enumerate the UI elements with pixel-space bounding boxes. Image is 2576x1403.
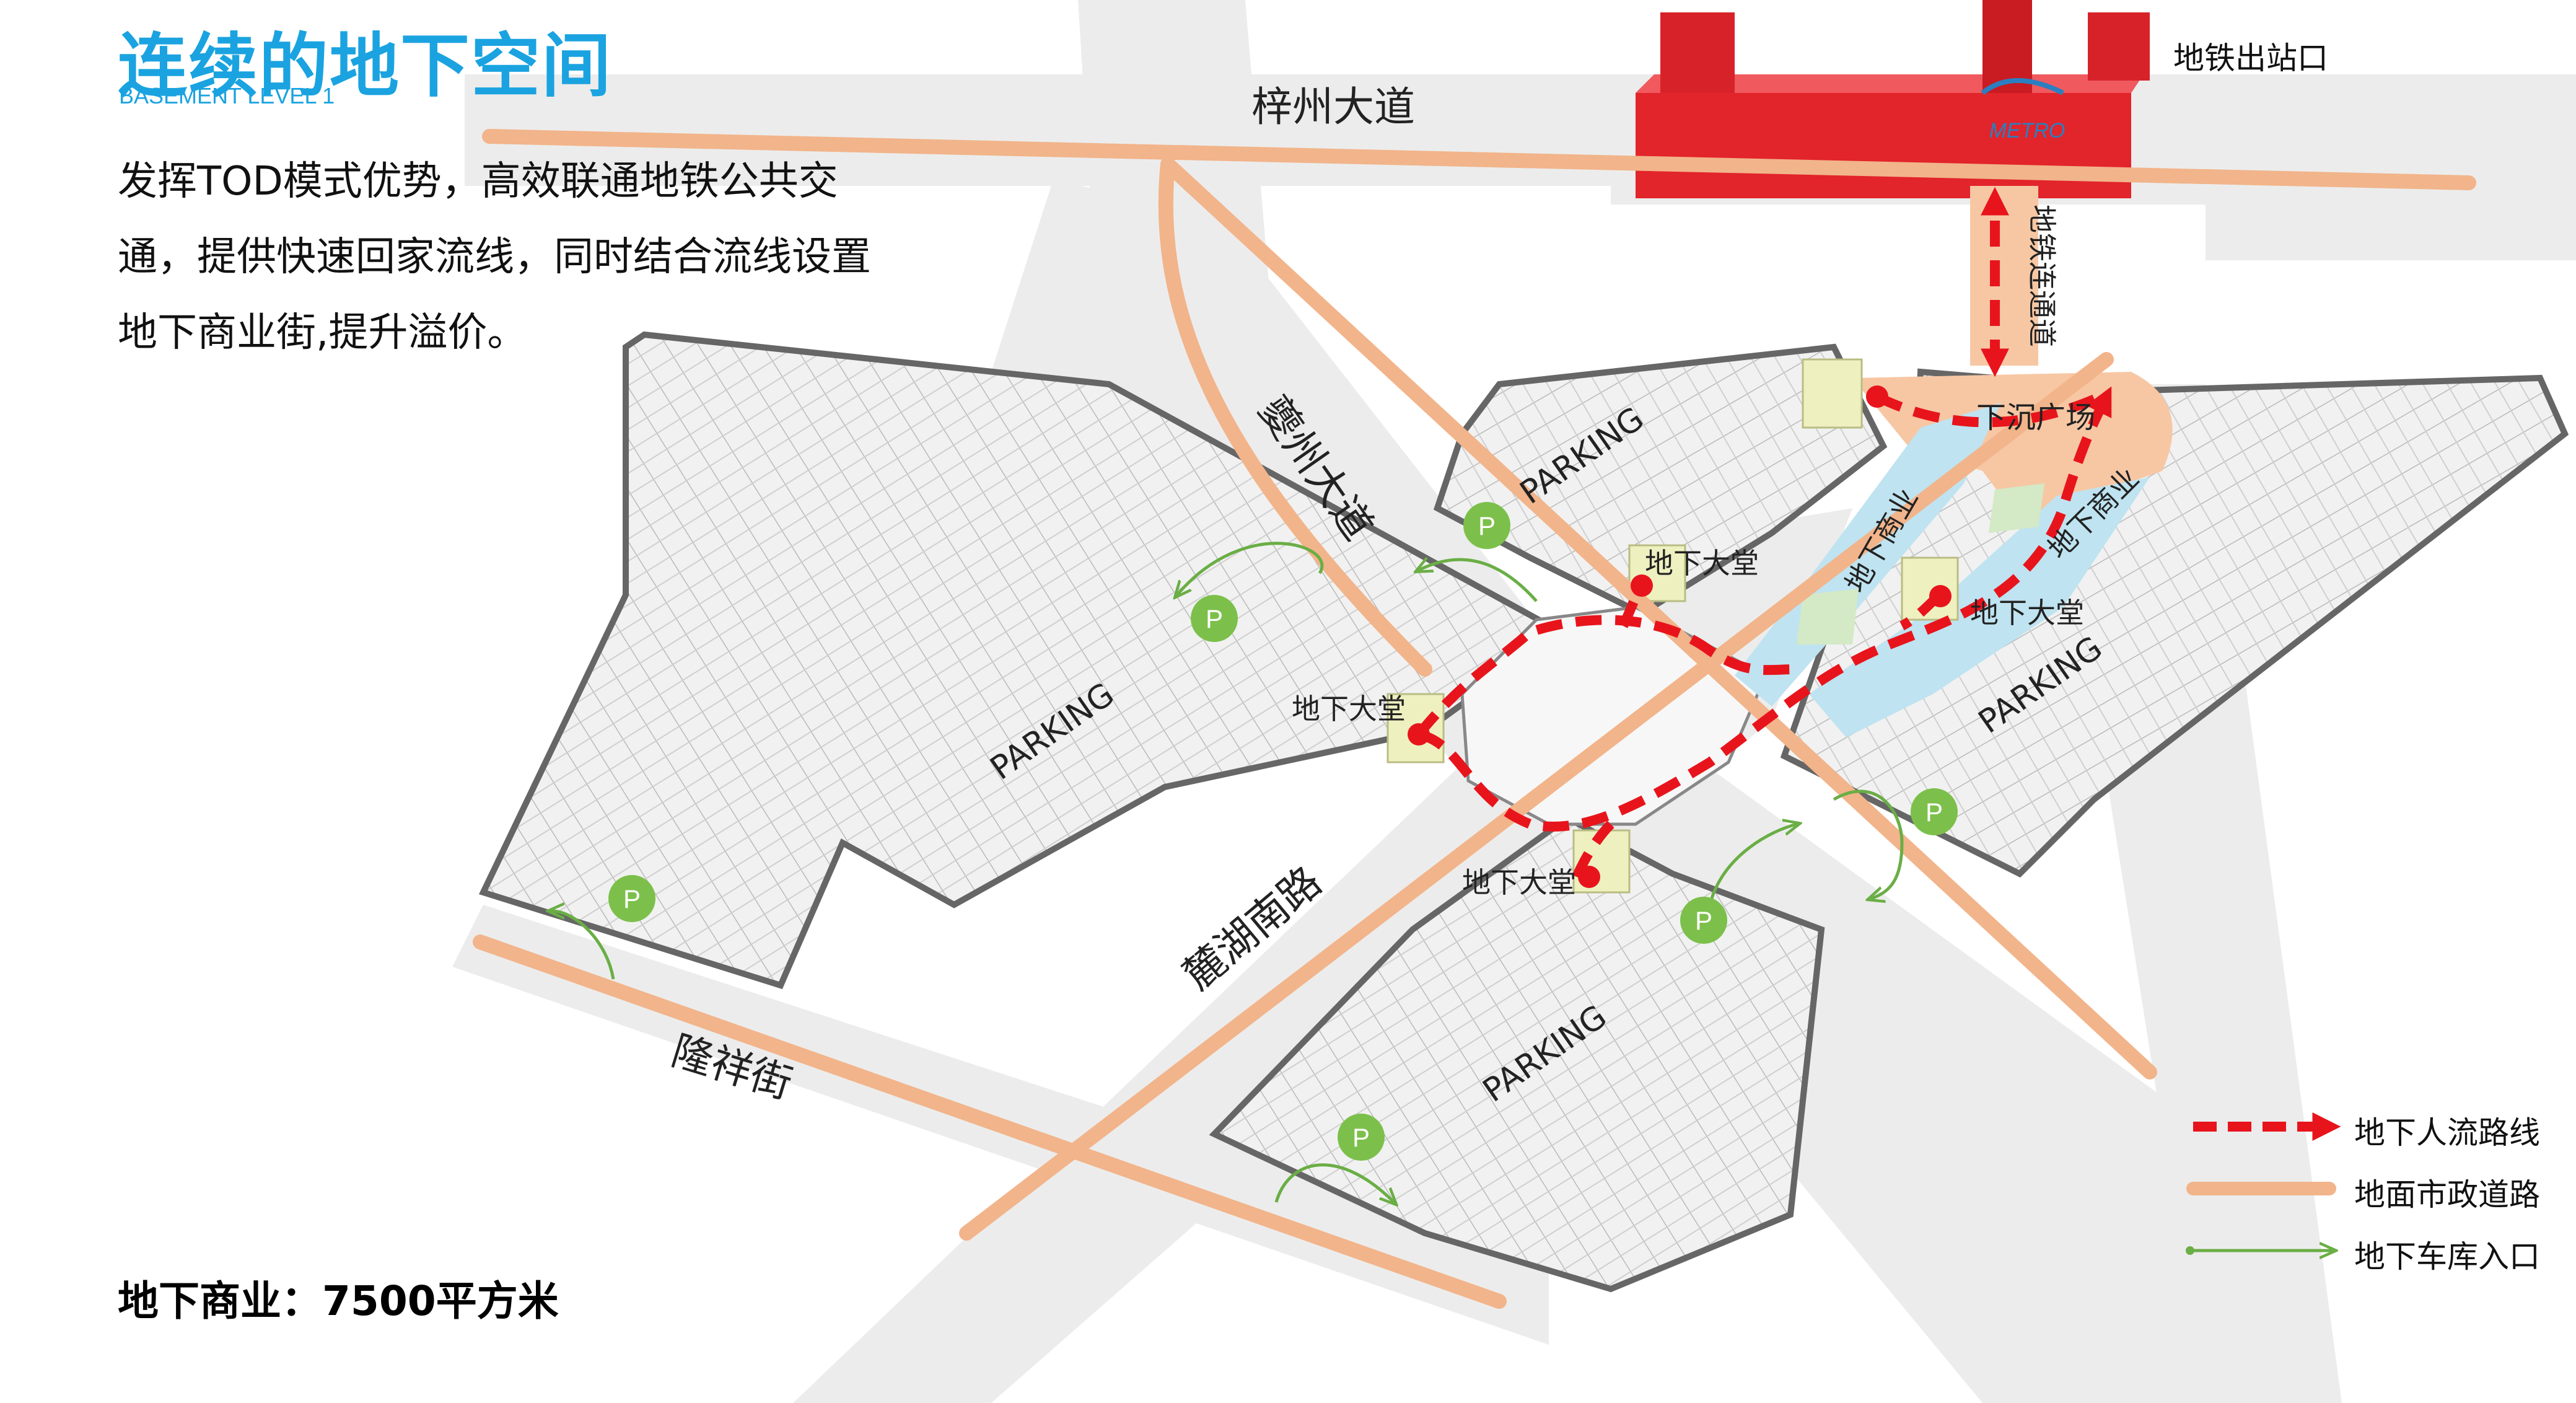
parking-icon-letter: P xyxy=(1478,511,1496,540)
parking-icon-circle xyxy=(1463,502,1510,549)
parking-icon-letter: P xyxy=(623,884,641,913)
road-label-zizhou: 梓州大道 xyxy=(1251,83,1415,131)
legend-entrance-dot xyxy=(2186,1246,2194,1255)
legend-label-road: 地面市政道路 xyxy=(2354,1177,2540,1213)
legend-label-entrance: 地下车库入口 xyxy=(2354,1239,2540,1275)
metro-exit-label: 地铁出站口 xyxy=(2173,40,2328,76)
road-arrow-longxiang xyxy=(473,935,1507,1309)
road-arrow-kuizhou-curve xyxy=(1158,157,1432,677)
metro-passage-label: 地铁连通道 xyxy=(2025,205,2059,347)
lobby-label-bottom: 地下大堂 xyxy=(1462,866,1576,899)
parking-icon-circle xyxy=(1680,897,1727,944)
parking-icon: P xyxy=(1338,1114,1385,1161)
legend-item-road: 地面市政道路 xyxy=(2181,1166,2552,1213)
legend-item-entrance: 地下车库入口 xyxy=(2181,1228,2552,1275)
page-subtitle: BASEMENT LEVEL 1 xyxy=(119,83,335,108)
legend-item-route: 地下人流路线 xyxy=(2181,1104,2552,1151)
parking-icon: P xyxy=(608,875,655,922)
commerce-area-text: 地下商业：7500平方米 xyxy=(118,1277,559,1325)
garage-entrance-arrows xyxy=(551,542,1904,1202)
parking-icon-circle xyxy=(1911,788,1958,835)
sunken-plaza-label: 下沉广场 xyxy=(1976,400,2095,435)
parking-icon-letter: P xyxy=(1352,1123,1370,1152)
parking-icon-letter: P xyxy=(1206,604,1223,633)
page-description: 发挥TOD模式优势，高效联通地铁公共交通，提供快速回家流线，同时结合流线设置地下… xyxy=(118,159,871,356)
parking-icon-circle xyxy=(608,875,655,922)
parking-icon: P xyxy=(1463,502,1510,549)
parking-icon-letter: P xyxy=(1695,906,1712,935)
parking-icon: P xyxy=(1911,788,1958,835)
ground-road-arrows xyxy=(473,129,2476,1309)
parking-icon-letter: P xyxy=(1925,798,1943,827)
pedestrian-route xyxy=(1414,187,2112,879)
metro-logo: METRO xyxy=(1989,119,2066,143)
legend-symbols xyxy=(2186,1112,2341,1255)
route-nodes xyxy=(1408,385,1952,888)
lobby-label-left: 地下大堂 xyxy=(1292,692,1406,726)
parking-icon-circle xyxy=(1191,595,1238,642)
lobby-label-right: 地下大堂 xyxy=(1970,596,2084,630)
page-title: 连续的地下空间 xyxy=(118,26,612,107)
lobby-label-top: 地下大堂 xyxy=(1645,547,1759,580)
parking-icons: P P P P P P xyxy=(608,502,1958,1161)
parking-icon-circle xyxy=(1338,1114,1385,1161)
parking-icon: P xyxy=(1680,897,1727,944)
parking-icon: P xyxy=(1191,595,1238,642)
legend-label-route: 地下人流路线 xyxy=(2354,1115,2540,1151)
